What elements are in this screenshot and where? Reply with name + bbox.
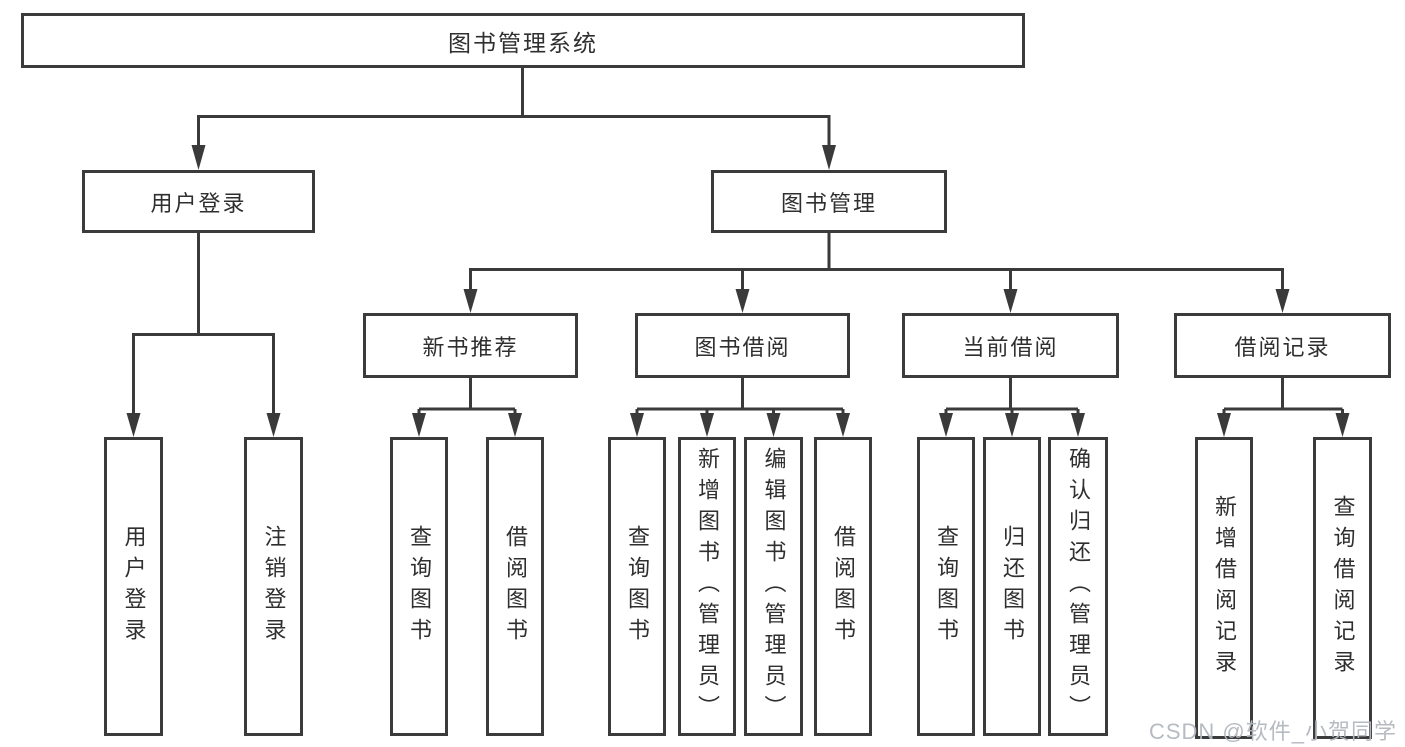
- leaf-return-books: 归还图书: [983, 437, 1041, 736]
- leaf-add-books-admin-label: 新增图书（管理员）: [695, 447, 720, 726]
- leaf-borrow-books-recommendation-label: 借阅图书: [503, 524, 528, 649]
- node-book-borrowing: 图书借阅: [635, 313, 850, 378]
- node-book-management-label: 图书管理: [780, 190, 877, 216]
- leaf-borrow-books-borrowing-label: 借阅图书: [831, 524, 856, 649]
- node-user-login: 用户登录: [82, 170, 315, 233]
- leaf-query-books-borrowing: 查询图书: [608, 437, 666, 736]
- node-user-login-label: 用户登录: [150, 190, 247, 216]
- node-root-label: 图书管理系统: [448, 29, 598, 56]
- leaf-user-login: 用户登录: [104, 437, 163, 736]
- leaf-logout: 注销登录: [244, 437, 303, 736]
- node-current-borrowing: 当前借阅: [902, 313, 1119, 378]
- leaf-edit-books-admin: 编辑图书（管理员）: [744, 437, 803, 736]
- leaf-borrow-books-recommendation: 借阅图书: [486, 437, 544, 736]
- leaf-add-books-admin: 新增图书（管理员）: [678, 437, 736, 736]
- leaf-query-books-recommendation: 查询图书: [390, 437, 448, 736]
- node-book-management: 图书管理: [711, 170, 947, 233]
- leaf-query-books-recommendation-label: 查询图书: [407, 524, 432, 649]
- node-current-borrowing-label: 当前借阅: [962, 334, 1059, 360]
- leaf-add-borrow-record-label: 新增借阅记录: [1212, 495, 1237, 681]
- leaf-user-login-label: 用户登录: [121, 524, 147, 649]
- leaf-query-books-borrowing-label: 查询图书: [625, 524, 650, 649]
- leaf-confirm-return-admin-label: 确认归还（管理员）: [1066, 447, 1091, 726]
- node-book-borrowing-label: 图书借阅: [694, 334, 791, 360]
- node-borrowing-records-label: 借阅记录: [1234, 334, 1331, 360]
- leaf-query-books-current-label: 查询图书: [934, 524, 959, 649]
- leaf-query-books-current: 查询图书: [917, 437, 975, 736]
- leaf-borrow-books-borrowing: 借阅图书: [814, 437, 872, 736]
- leaf-return-books-label: 归还图书: [1000, 524, 1025, 649]
- leaf-add-borrow-record: 新增借阅记录: [1195, 437, 1253, 739]
- leaf-query-borrow-record: 查询借阅记录: [1313, 437, 1372, 739]
- watermark-text: CSDN @软件_小贺同学: [1148, 719, 1397, 744]
- node-borrowing-records: 借阅记录: [1174, 313, 1391, 378]
- node-new-book-recommendation-label: 新书推荐: [422, 334, 519, 360]
- leaf-edit-books-admin-label: 编辑图书（管理员）: [761, 447, 787, 726]
- leaf-query-borrow-record-label: 查询借阅记录: [1330, 495, 1356, 681]
- leaf-logout-label: 注销登录: [261, 524, 287, 649]
- node-root: 图书管理系统: [21, 13, 1025, 68]
- node-new-book-recommendation: 新书推荐: [363, 313, 578, 378]
- leaf-confirm-return-admin: 确认归还（管理员）: [1048, 437, 1108, 736]
